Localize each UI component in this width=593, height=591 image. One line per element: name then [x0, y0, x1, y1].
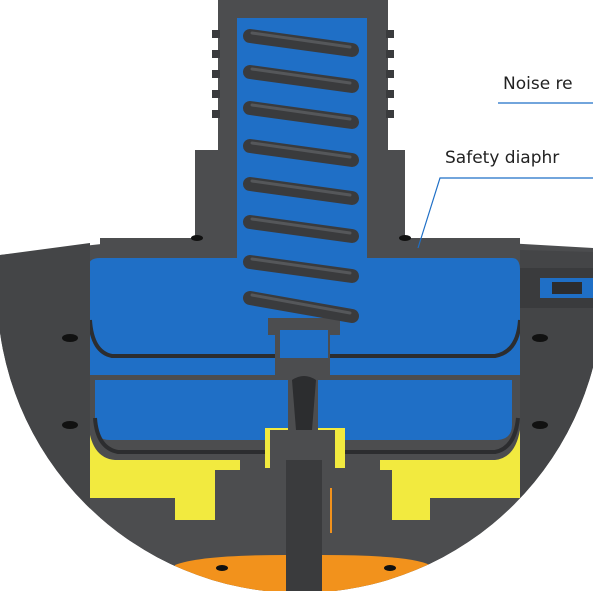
yellow-chamber-right [380, 430, 520, 520]
noise-callout-label: Noise re [503, 74, 573, 94]
lower-block-left [215, 470, 275, 555]
main-spring [243, 29, 359, 323]
lower-block-right [332, 470, 392, 555]
spring-highlights [250, 31, 352, 315]
valve-pin [292, 376, 316, 430]
callout-lines [417, 102, 593, 249]
yellow-chamber-left [88, 420, 240, 520]
vent-fitting [520, 268, 593, 308]
diaphragm-callout-line [417, 177, 593, 249]
left-flange [0, 243, 90, 591]
seal-rings [62, 235, 548, 571]
orange-outlet-right [322, 555, 430, 591]
upper-chamber [88, 258, 520, 375]
diaphragm-callout-label: Safety diaphr [445, 148, 560, 168]
lower-stem [286, 460, 322, 591]
stem-cap [280, 330, 328, 358]
neck-threads [212, 30, 394, 118]
